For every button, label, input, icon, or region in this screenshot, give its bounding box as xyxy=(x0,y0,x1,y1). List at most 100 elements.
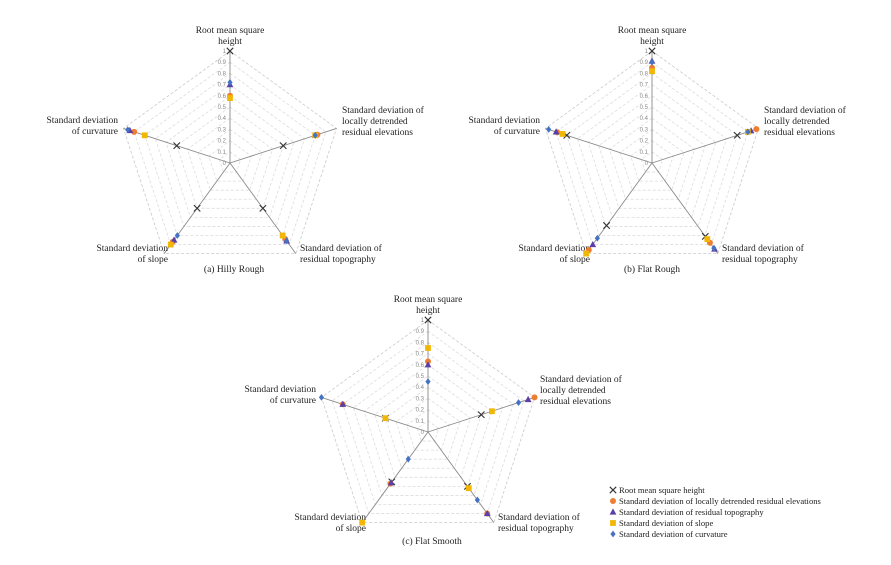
data-point xyxy=(174,232,180,239)
data-point xyxy=(524,395,532,403)
grid-ring xyxy=(576,84,728,227)
data-point xyxy=(425,378,431,385)
grid-ring xyxy=(384,386,472,469)
data-point xyxy=(193,204,201,212)
grid-ring xyxy=(165,95,295,218)
data-point xyxy=(531,394,538,401)
grid-ring xyxy=(352,353,504,496)
legend-label: Root mean square height xyxy=(619,485,705,495)
tick-label: 0.3 xyxy=(218,127,227,133)
data-point xyxy=(227,78,233,86)
grid-ring xyxy=(144,72,316,236)
tick-label: 0.9 xyxy=(640,60,649,66)
tick-label: 0.8 xyxy=(416,340,425,346)
legend-label: Standard deviation of locally detrended … xyxy=(619,496,822,506)
grid-ring xyxy=(416,420,440,442)
data-point xyxy=(648,47,656,55)
data-point xyxy=(227,95,233,101)
tick-label: 1 xyxy=(223,49,227,55)
data-point xyxy=(339,400,347,407)
grid-ring xyxy=(608,117,696,200)
data-point xyxy=(284,237,290,245)
tick-label: 0.2 xyxy=(416,408,425,414)
tick-label: 1 xyxy=(421,318,425,324)
series-circle xyxy=(339,358,538,517)
series-circle xyxy=(554,64,760,253)
axis-spoke xyxy=(585,162,653,254)
tick-label: 0.1 xyxy=(218,150,227,156)
data-point xyxy=(733,131,741,139)
legend-marker-circle xyxy=(610,498,616,504)
tick-label: 0.4 xyxy=(416,385,425,391)
series-triangle xyxy=(339,361,532,517)
data-point xyxy=(312,131,318,139)
tick-label: 0 xyxy=(645,161,649,167)
legend-marker-diamond xyxy=(610,530,616,538)
grid-ring xyxy=(555,61,749,245)
grid-ring xyxy=(208,140,252,182)
tick-label: 0 xyxy=(223,161,227,167)
legend-marker-square xyxy=(610,520,616,526)
tick-label: 0.4 xyxy=(640,116,649,122)
tick-label: 0.3 xyxy=(640,127,649,133)
tick-label: 0.9 xyxy=(416,329,425,335)
grid-ring xyxy=(395,397,461,460)
data-point xyxy=(489,408,495,415)
data-point xyxy=(515,399,522,406)
data-point xyxy=(602,221,611,230)
tick-label: 0.5 xyxy=(416,374,425,380)
grid-ring xyxy=(363,364,493,487)
data-point xyxy=(279,142,287,150)
axis-spoke xyxy=(651,127,759,164)
legend-marker-triangle xyxy=(609,508,617,515)
data-point xyxy=(125,126,131,134)
data-point xyxy=(649,58,655,66)
chart-caption: (a) Hilly Rough xyxy=(204,264,264,275)
grid-ring xyxy=(133,61,327,245)
data-point xyxy=(583,250,590,257)
data-point xyxy=(359,519,366,526)
legend-item: Root mean square height xyxy=(609,485,705,495)
tick-label: 0.1 xyxy=(416,419,425,425)
data-point xyxy=(226,47,234,55)
axis-spoke xyxy=(427,431,495,523)
grid-ring xyxy=(331,330,525,514)
legend-label: Standard deviation of slope xyxy=(619,518,713,528)
series-cross xyxy=(173,47,287,212)
data-point xyxy=(546,126,552,133)
tick-label: 0.6 xyxy=(640,94,649,100)
tick-label: 1 xyxy=(645,49,649,55)
grid-ring xyxy=(218,151,242,173)
chart-caption: (c) Flat Smooth xyxy=(402,536,462,547)
grid-ring xyxy=(640,151,664,173)
data-point xyxy=(131,128,138,135)
grid-ring xyxy=(154,84,306,227)
data-point xyxy=(279,232,286,239)
legend-item: Standard deviation of residual topograph… xyxy=(609,507,764,517)
data-point xyxy=(259,204,267,212)
data-point xyxy=(170,236,178,243)
series-diamond xyxy=(125,78,318,245)
legend-marker-cross xyxy=(609,486,617,494)
tick-label: 0.6 xyxy=(218,94,227,100)
legend-item: Standard deviation of curvature xyxy=(610,529,728,539)
grid-ring xyxy=(566,72,738,236)
tick-label: 0.8 xyxy=(640,71,649,77)
tick-label: 0.6 xyxy=(416,363,425,369)
tick-label: 0.7 xyxy=(640,83,649,89)
legend-label: Standard deviation of curvature xyxy=(619,529,728,539)
